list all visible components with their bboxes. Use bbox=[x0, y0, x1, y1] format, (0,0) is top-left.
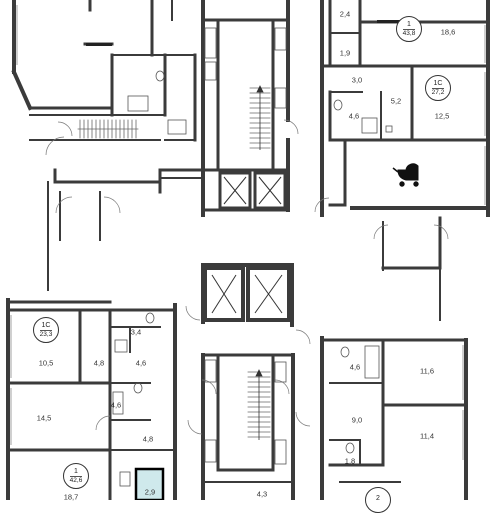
apartment-type: 2 bbox=[376, 495, 380, 502]
room-area-label: 14,5 bbox=[36, 413, 52, 423]
apartment-type: 1 bbox=[74, 467, 78, 475]
room-area-label: 11,4 bbox=[419, 431, 435, 441]
room-area-label: 4,3 bbox=[256, 489, 268, 499]
room-area-label: 18,7 bbox=[63, 492, 79, 502]
room-area-label: 11,6 bbox=[419, 366, 435, 376]
plumbing-fixtures bbox=[112, 27, 393, 487]
room-area-label: 4,6 bbox=[349, 362, 361, 372]
furniture-marks bbox=[86, 20, 413, 46]
room-area-label: 18,6 bbox=[440, 27, 456, 37]
apartment-type: 1С bbox=[433, 79, 443, 87]
room-area-label: 4,8 bbox=[93, 358, 105, 368]
walls bbox=[6, 0, 490, 500]
room-area-label: 3,4 bbox=[130, 327, 142, 337]
staircase-icon bbox=[255, 85, 264, 440]
room-area-label: 3,0 bbox=[351, 75, 363, 85]
room-area-label: 9,0 bbox=[351, 415, 363, 425]
room-area-label: 1,8 bbox=[344, 456, 356, 466]
room-area-label: 4,8 bbox=[142, 434, 154, 444]
apartment-badge-bottom-2[interactable]: 2 bbox=[365, 487, 391, 513]
highlighted-room[interactable] bbox=[134, 467, 165, 500]
apartment-area: 43,8 bbox=[402, 28, 416, 37]
room-area-label: 5,2 bbox=[390, 96, 402, 106]
apartment-type: 1С bbox=[41, 321, 51, 329]
window-marks bbox=[10, 5, 486, 460]
room-area-label: 10,5 bbox=[38, 358, 54, 368]
room-area-label: 4,6 bbox=[110, 400, 122, 410]
apartment-badge-left-1[interactable]: 1 42,6 bbox=[63, 463, 89, 489]
apartment-type: 1 bbox=[407, 20, 411, 28]
stroller-icon bbox=[392, 163, 419, 187]
room-area-label: 4,6 bbox=[348, 111, 360, 121]
floor-plan bbox=[6, 0, 490, 500]
room-area-label: 2,9 bbox=[144, 487, 156, 497]
room-area-label: 12,5 bbox=[434, 111, 450, 121]
apartment-area: 23,3 bbox=[39, 329, 53, 338]
room-area-label: 4,6 bbox=[135, 358, 147, 368]
apartment-area: 27,2 bbox=[431, 87, 445, 96]
apartment-area: 42,6 bbox=[69, 475, 83, 484]
door-swings bbox=[45, 119, 449, 435]
apartment-badge-top-1[interactable]: 1 43,8 bbox=[396, 16, 422, 42]
room-area-label: 1,9 bbox=[339, 48, 351, 58]
apartment-badge-left-1c[interactable]: 1С 23,3 bbox=[33, 317, 59, 343]
apartment-badge-top-1c[interactable]: 1С 27,2 bbox=[425, 75, 451, 101]
elevator-shaft-icon bbox=[211, 176, 283, 314]
room-area-label: 2,4 bbox=[339, 9, 351, 19]
